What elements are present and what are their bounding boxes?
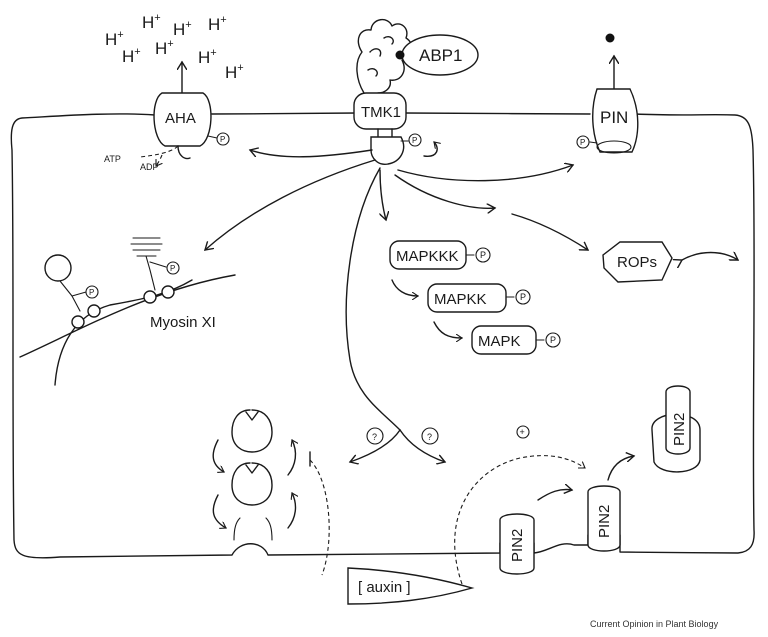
auxin-label: [ auxin ] [358,579,411,596]
mapkkk-phospho: P [480,250,486,260]
pin2-vesicle-label: PIN2 [596,505,613,538]
auxin-dot [395,50,405,60]
rops-group: ROPs [602,241,738,283]
mapkk-phospho: P [520,292,526,302]
proton-5: H+ [122,46,141,66]
rops-label: ROPs [617,254,657,271]
proton-6: H+ [155,38,174,58]
pin2-membrane-label: PIN2 [509,529,526,562]
proton-8: H+ [225,62,244,82]
atp-label: ATP [104,154,121,164]
myosin-phospho-2: P [170,264,175,273]
tmk1-extracellular-domain [356,19,413,94]
abp1-label: ABP1 [419,46,462,65]
proton-3: H+ [173,19,192,39]
myosin-group: P P Myosin XI [19,237,236,386]
mapk-phospho: P [550,335,556,345]
pin-label: PIN [600,108,628,127]
mapk-label: MAPK [478,333,521,350]
question-right: ? [427,432,432,442]
proton-4: H+ [208,14,227,34]
myosin-label: Myosin XI [150,314,216,331]
positive-regulation: + [520,427,525,437]
tmk1-label: TMK1 [361,104,401,121]
mapkk-label: MAPKK [434,291,487,308]
auxin-dot-pin [605,33,615,43]
tmk1-receptor: ABP1 TMK1 P [353,19,479,165]
pin2-trafficking: PIN2 PIN2 PIN2 [499,385,701,575]
proton-cluster: H+ H+ H+ H+ H+ H+ H+ H+ [105,12,244,82]
cell-membrane [10,112,755,559]
vesicle-stack [212,409,330,576]
credit-label: Current Opinion in Plant Biology [590,619,719,629]
tmk1-signal-arrows [205,150,588,462]
mapk-cascade: MAPKKK P MAPKK P MAPK P [389,240,561,355]
tmk1-phospho: P [412,136,417,145]
aha-label: AHA [165,110,196,127]
proton-2: H+ [142,12,161,32]
mapkkk-label: MAPKKK [396,248,459,265]
proton-7: H+ [198,47,217,67]
pin2-endosome-label: PIN2 [671,413,688,446]
auxin-gradient: [ auxin ] [347,455,585,605]
unknown-mechanisms: ? ? + [366,425,530,445]
aha-pump: AHA P ATP ADP [104,62,230,172]
pin-phospho: P [580,138,585,147]
myosin-phospho-1: P [89,288,94,297]
adp-label: ADP [140,162,159,172]
pin-transporter: PIN P [576,33,639,154]
question-left: ? [372,432,377,442]
aha-phospho: P [220,135,225,144]
proton-1: H+ [105,29,124,49]
